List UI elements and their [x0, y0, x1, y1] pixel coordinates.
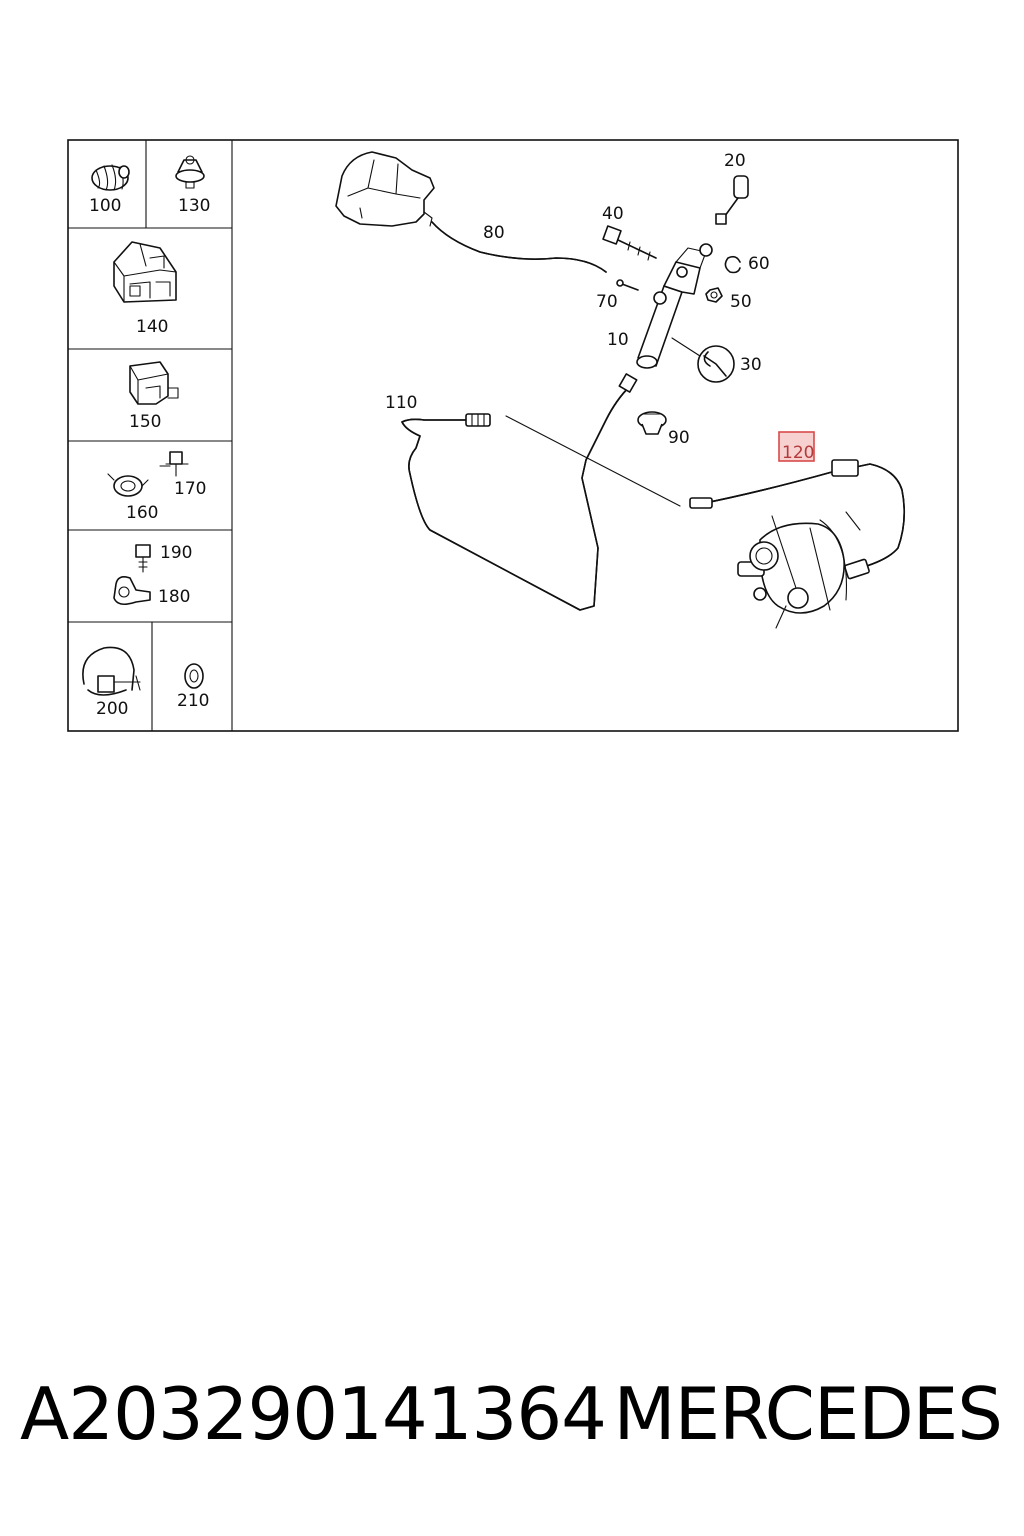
hose-80: [431, 221, 607, 273]
bolt-part-icon: [135, 544, 151, 573]
hydraulic-pipe-110: [401, 373, 638, 611]
callout-40: 40: [602, 204, 624, 224]
clutch-slave-cylinder: [737, 511, 861, 629]
boot-part-icon: [91, 164, 130, 191]
callout-140: 140: [136, 317, 168, 337]
footer: A203290141364 MERCEDES: [0, 1372, 1024, 1472]
grommet-90: [637, 411, 667, 435]
pin-70: [616, 279, 639, 291]
bolt-40: [602, 225, 657, 261]
screw-part-icon: [159, 451, 189, 477]
strap-part-icon: [82, 646, 141, 696]
callout-60: 60: [748, 254, 770, 274]
callout-170: 170: [174, 479, 206, 499]
callout-50: 50: [730, 292, 752, 312]
callout-20: 20: [724, 151, 746, 171]
hydraulic-hose-120: [689, 459, 906, 580]
callout-80: 80: [483, 223, 505, 243]
parts-legend-column: [67, 139, 233, 732]
clip-part-icon: [129, 361, 179, 405]
callout-190: 190: [160, 543, 192, 563]
callout-150: 150: [129, 412, 161, 432]
clip-60: [724, 255, 741, 274]
pushrod-20: [715, 175, 749, 225]
part-number: A203290141364: [20, 1372, 607, 1456]
callout-130: 130: [178, 196, 210, 216]
callout-100: 100: [89, 196, 121, 216]
cable-clip-part-icon: [113, 576, 151, 606]
brand-name: MERCEDES: [613, 1372, 1003, 1456]
wrench-symbol-icon: [697, 345, 735, 383]
highlight-box-120: [778, 431, 815, 462]
callout-120: 120: [782, 443, 814, 463]
clutch-master-cylinder: [636, 243, 713, 369]
bracket-part-icon: [113, 241, 177, 303]
callout-110: 110: [385, 393, 417, 413]
callout-200: 200: [96, 699, 128, 719]
clamp-part-icon: [107, 473, 149, 497]
mount-part-icon: [175, 155, 205, 189]
diagram-frame: [67, 139, 959, 732]
callout-70: 70: [596, 292, 618, 312]
callout-30: 30: [740, 355, 762, 375]
callout-10: 10: [607, 330, 629, 350]
fluid-reservoir: [335, 151, 435, 227]
callout-180: 180: [158, 587, 190, 607]
nut-50: [705, 287, 723, 303]
callout-160: 160: [126, 503, 158, 523]
callout-210: 210: [177, 691, 209, 711]
callout-90: 90: [668, 428, 690, 448]
grommet-part-icon: [184, 663, 204, 689]
